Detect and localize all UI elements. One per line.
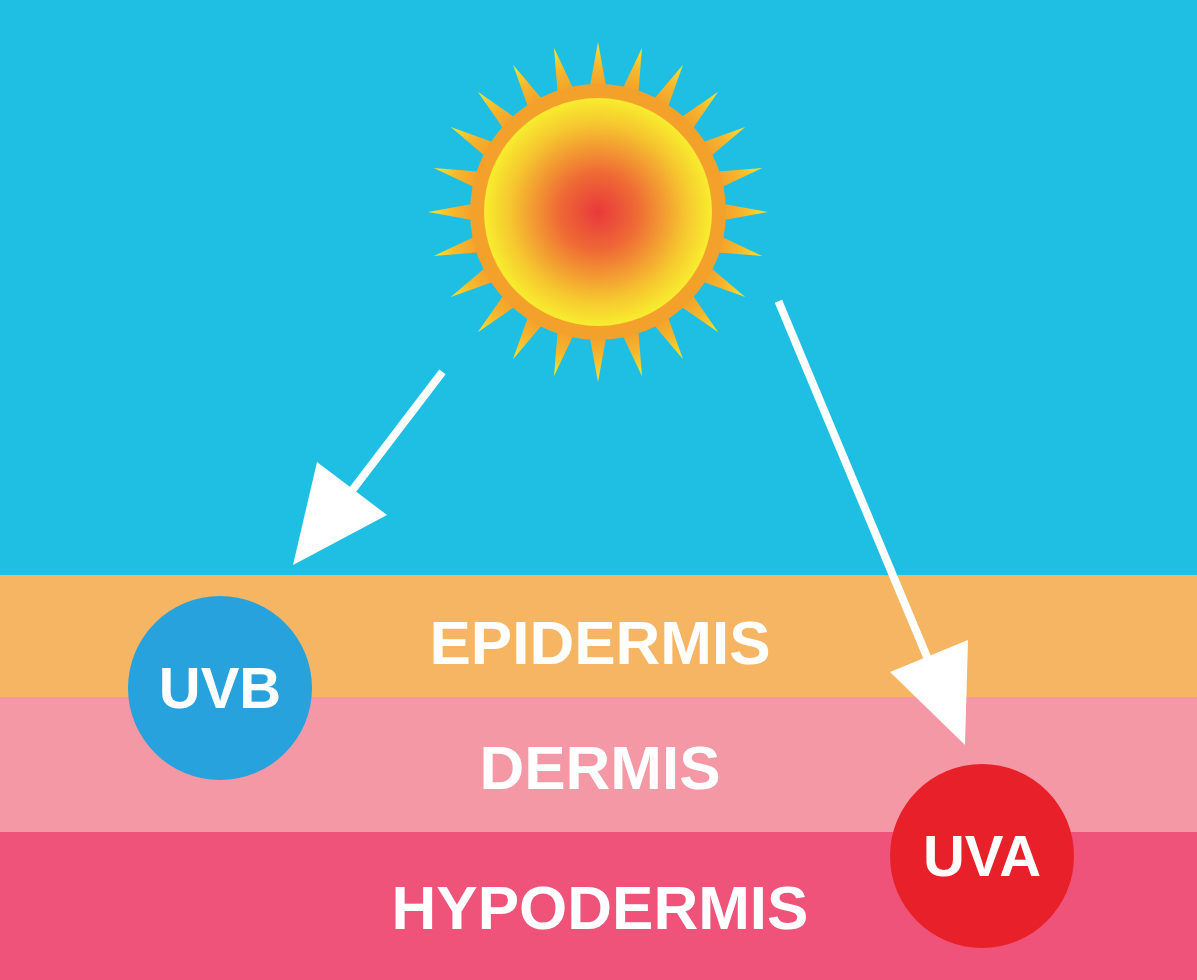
uva-arrow-line bbox=[780, 305, 945, 700]
layer-label: DERMIS bbox=[479, 737, 720, 799]
uvb-arrow-line bbox=[322, 375, 440, 530]
sun-ring bbox=[470, 84, 726, 340]
circle-fill bbox=[128, 596, 312, 780]
uv-type-circle: UVA bbox=[890, 764, 1074, 948]
uv-label: UVB bbox=[159, 659, 281, 717]
uv-type-circle: UVB bbox=[128, 596, 312, 780]
sun-core bbox=[484, 98, 712, 326]
circle-fill bbox=[890, 764, 1074, 948]
uv-label: UVA bbox=[923, 827, 1041, 885]
layer-label: HYPODERMIS bbox=[392, 877, 809, 939]
sun-rays bbox=[428, 42, 768, 382]
layer-label: EPIDERMIS bbox=[429, 612, 770, 674]
uva-arrowhead bbox=[890, 640, 968, 745]
uvb-arrowhead bbox=[293, 462, 387, 565]
